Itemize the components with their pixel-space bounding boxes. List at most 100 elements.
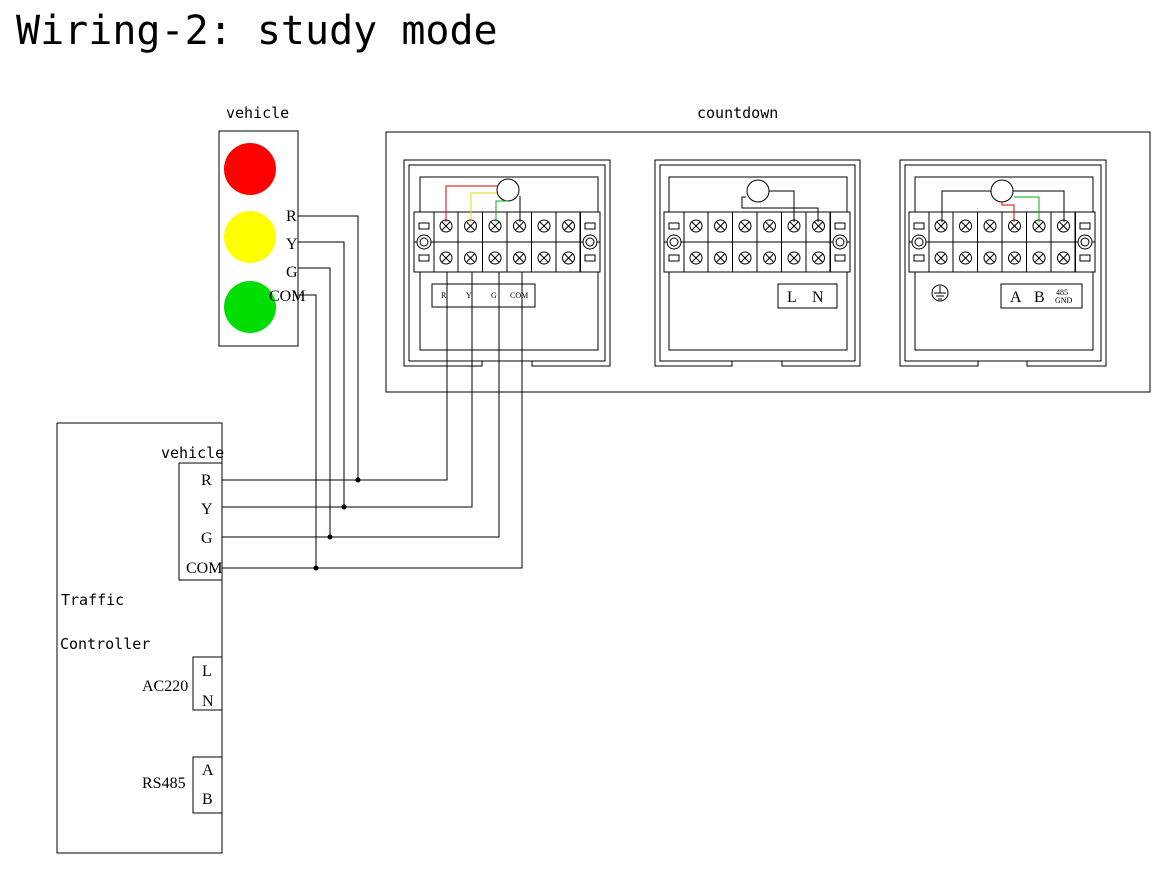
screw-icon xyxy=(537,251,551,265)
screw-icon xyxy=(1057,219,1070,233)
module2-terminal-n: N xyxy=(812,289,824,306)
module3-connector xyxy=(990,179,1014,203)
signal-terminal-r: R xyxy=(286,208,297,225)
mounting-hole-icon xyxy=(832,234,848,250)
signal-terminal-com: COM xyxy=(269,288,305,305)
diagram-title: Wiring-2: study mode xyxy=(16,8,498,54)
controller-terminal-com: COM xyxy=(186,560,222,577)
screw-icon xyxy=(738,219,752,233)
screw-icon xyxy=(983,219,997,233)
screw-icon xyxy=(1057,251,1070,265)
screw-icon xyxy=(488,219,502,233)
countdown-label: countdown xyxy=(697,104,778,122)
module3-terminal-a: A xyxy=(1010,289,1022,306)
screw-icon xyxy=(689,219,703,233)
controller-vehicle-terminal-block xyxy=(178,462,223,581)
mounting-hole-icon xyxy=(911,234,927,250)
module1-connector xyxy=(496,178,520,202)
controller-terminal-a: A xyxy=(202,762,214,779)
signal-head-label: vehicle xyxy=(226,104,289,122)
wiring xyxy=(222,215,523,569)
signal-head xyxy=(218,130,299,347)
controller-terminal-g: G xyxy=(201,530,213,547)
wire-controller-r xyxy=(222,272,448,481)
module1-green-jumper xyxy=(495,200,508,222)
traffic-controller xyxy=(56,422,223,854)
signal-terminal-g: G xyxy=(286,264,298,281)
earth-ground-icon xyxy=(931,284,949,302)
screw-icon xyxy=(959,219,972,233)
wire-signal-g xyxy=(298,267,331,537)
countdown-module-1: R Y G COM xyxy=(403,159,611,367)
screw-icon xyxy=(714,219,727,233)
controller-power-label: AC220 xyxy=(142,678,188,695)
module3-label-gnd: GND xyxy=(1055,296,1073,305)
screw-icon xyxy=(689,251,703,265)
controller-name-line1: Traffic xyxy=(61,591,124,609)
junction-dot-g xyxy=(327,534,333,540)
junction-dot-y xyxy=(341,504,347,510)
mounting-hole-icon xyxy=(582,234,598,250)
screw-icon xyxy=(763,251,776,265)
module1-terminal-com: COM xyxy=(510,291,528,300)
screw-icon xyxy=(714,251,727,265)
green-lamp xyxy=(224,281,276,333)
controller-power-terminal-block xyxy=(192,656,223,711)
wire-signal-com xyxy=(298,294,317,568)
module1-label-plate xyxy=(431,283,536,308)
terminal-block-3 xyxy=(908,211,1096,273)
module2-label-plate xyxy=(777,283,838,309)
screw-icon xyxy=(464,251,477,265)
junction-dot-com xyxy=(313,565,319,571)
wire-signal-r xyxy=(298,215,359,480)
screw-icon xyxy=(439,219,453,233)
countdown-module-3: A B 485 GND xyxy=(899,159,1107,367)
screw-icon xyxy=(537,219,551,233)
screw-icon xyxy=(812,251,825,265)
countdown-enclosure xyxy=(385,131,1151,393)
controller-comm-terminal-block xyxy=(192,756,223,814)
red-lamp xyxy=(224,143,276,195)
screw-icon xyxy=(787,251,801,265)
screw-icon xyxy=(934,219,948,233)
screw-icon xyxy=(562,251,575,265)
module1-terminal-r: R xyxy=(441,291,447,300)
screw-icon xyxy=(513,219,526,233)
module3-label-plate xyxy=(1000,283,1083,309)
wire-controller-com xyxy=(222,272,523,569)
junction-dot-r xyxy=(355,477,361,483)
module2-connector xyxy=(746,179,770,203)
module1-terminal-g: G xyxy=(491,291,497,300)
yellow-lamp xyxy=(224,211,276,263)
module1-terminal-y: Y xyxy=(466,291,472,300)
wire-controller-y xyxy=(222,272,473,508)
wire-controller-g xyxy=(222,272,500,538)
module3-label-485: 485 xyxy=(1056,288,1068,297)
screw-icon xyxy=(983,251,997,265)
controller-terminal-r: R xyxy=(201,472,212,489)
screw-icon xyxy=(738,251,752,265)
screw-icon xyxy=(787,219,801,233)
screw-icon xyxy=(488,251,502,265)
mounting-hole-icon xyxy=(666,234,682,250)
screw-icon xyxy=(1008,251,1021,265)
controller-name-line2: Controller xyxy=(60,635,150,653)
terminal-block-1 xyxy=(413,211,601,273)
controller-comm-label: RS485 xyxy=(142,775,186,792)
countdown-module-2: L N xyxy=(654,159,861,367)
module1-yellow-jumper xyxy=(470,192,497,222)
screw-icon xyxy=(763,219,776,233)
signal-terminal-y: Y xyxy=(286,236,298,253)
screw-icon xyxy=(439,251,453,265)
mounting-hole-icon xyxy=(416,234,432,250)
screw-icon xyxy=(1008,219,1021,233)
module2-terminal-l: L xyxy=(787,289,797,306)
controller-terminal-y: Y xyxy=(201,501,213,518)
module3-terminal-b: B xyxy=(1034,289,1045,306)
mounting-hole-icon xyxy=(1077,234,1093,250)
controller-terminal-b: B xyxy=(202,791,213,808)
terminal-block-2 xyxy=(663,211,851,273)
screw-icon xyxy=(464,219,477,233)
controller-terminal-n: N xyxy=(202,693,214,710)
